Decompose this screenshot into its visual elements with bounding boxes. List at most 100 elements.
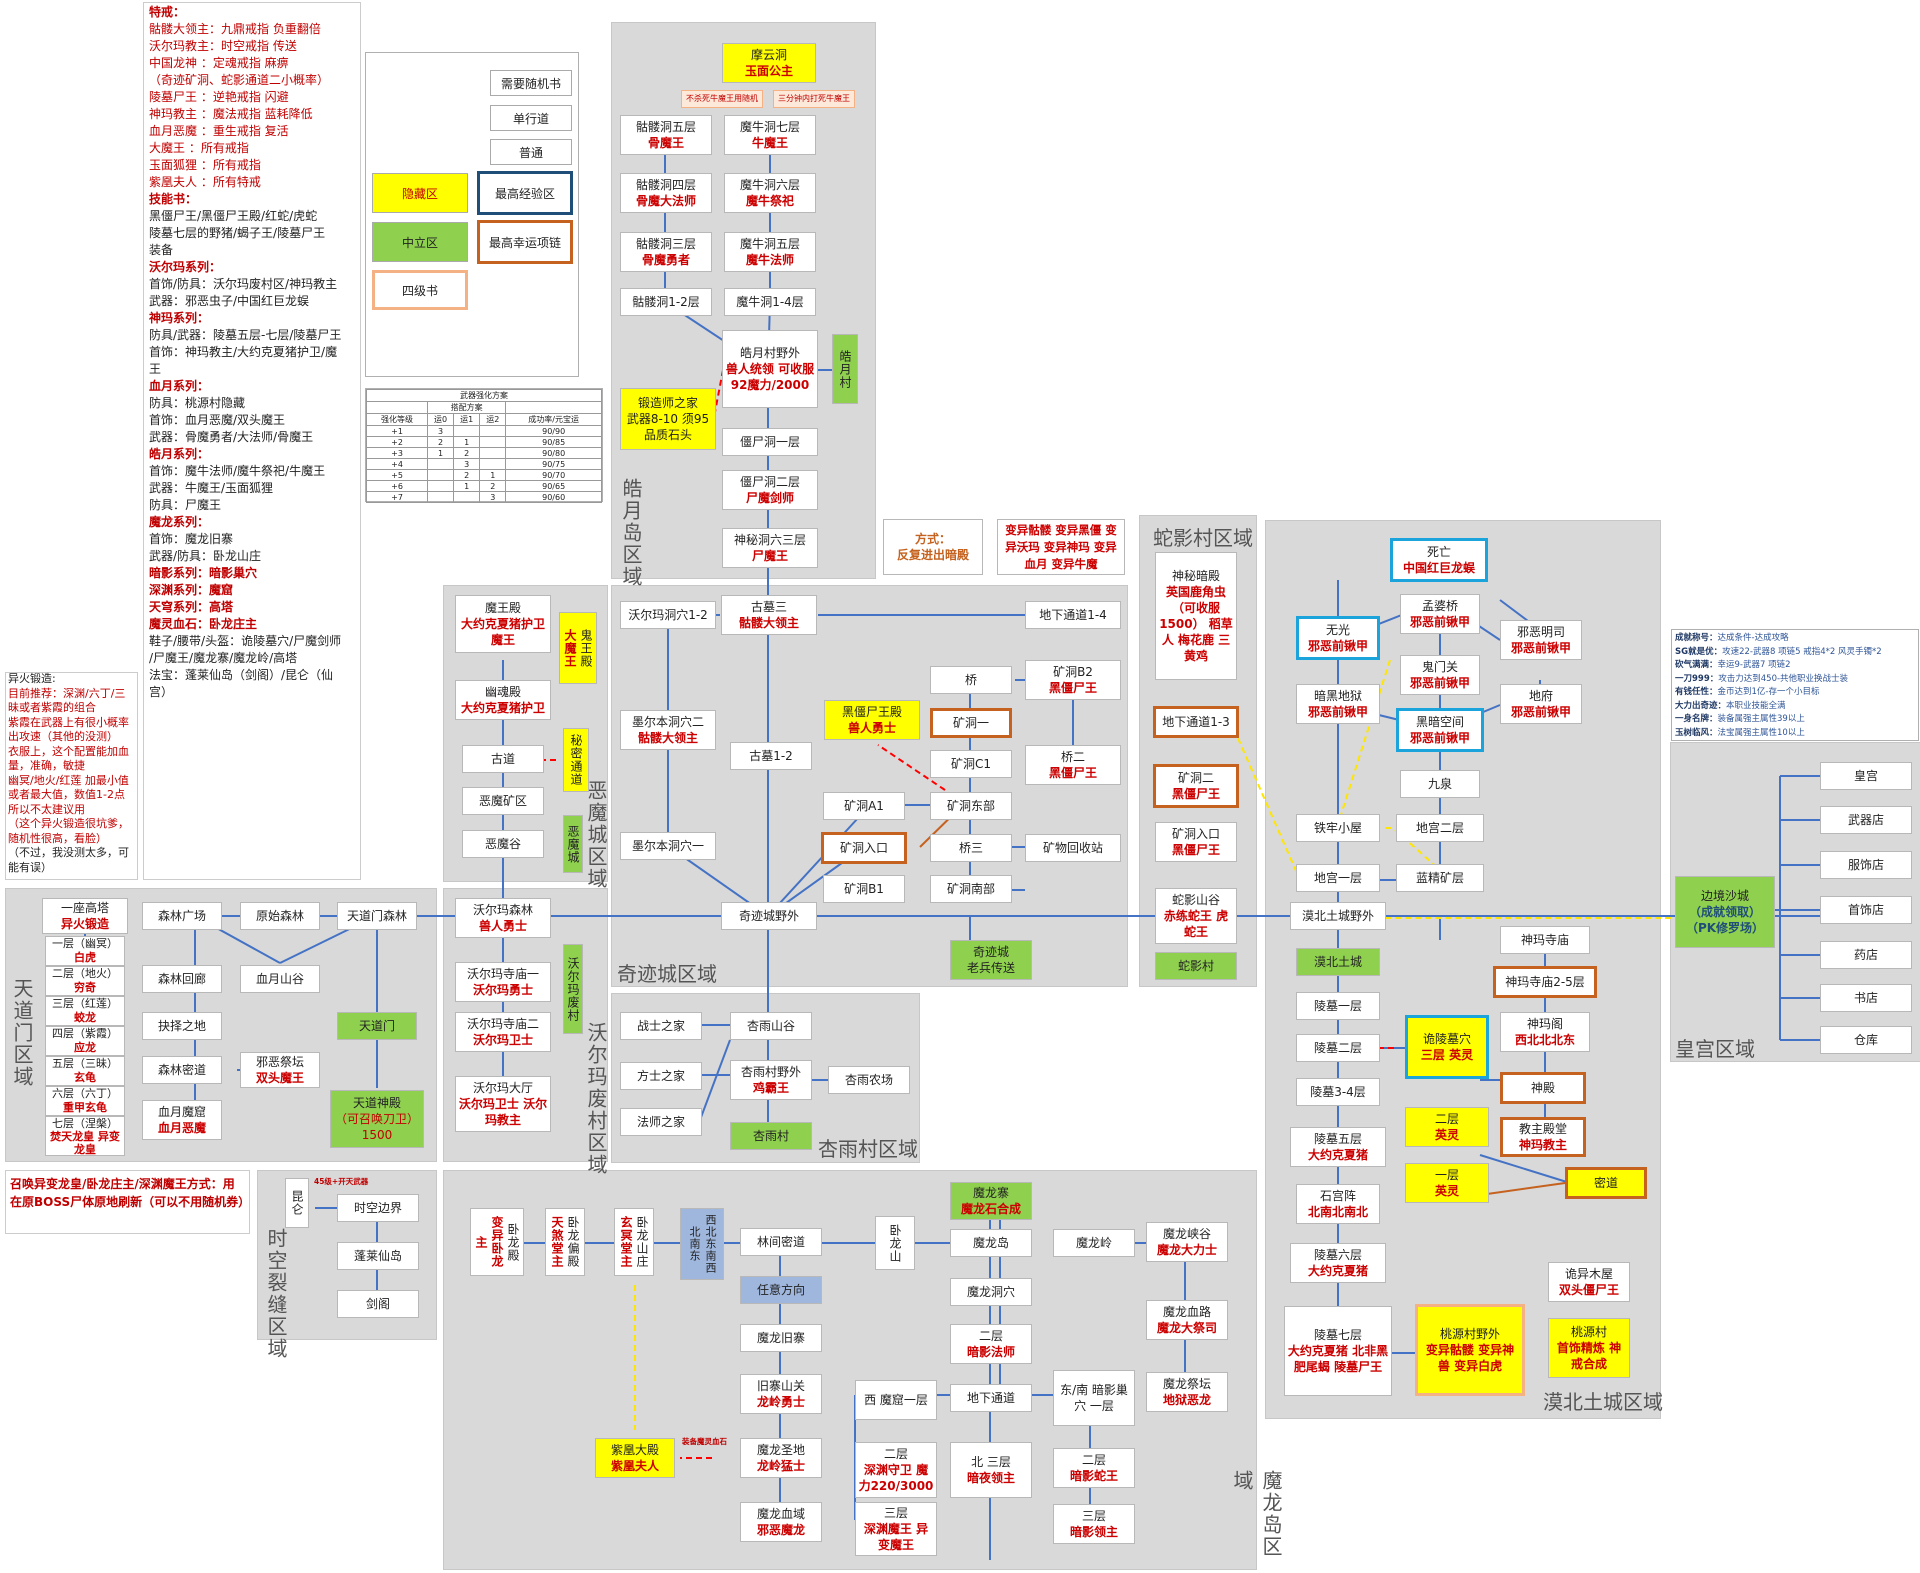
node-warrior[interactable]: 战士之家 [620,1012,702,1040]
node-xeming[interactable]: 邪恶明司邪恶前锹甲 [1500,620,1582,660]
node-emo-city[interactable]: 恶魔城 [563,815,583,873]
node-sk-edge[interactable]: 时空边界 [337,1194,419,1222]
node-gumu12[interactable]: 古墓1-2 [730,742,812,770]
node-taoyuan-wild[interactable]: 桃源村野外变异骷髅 变异神兽 变异白虎 [1415,1304,1525,1396]
node-cloth-shop[interactable]: 服饰店 [1820,851,1912,879]
node-f2[interactable]: 二层（地火）穷奇 [45,966,125,996]
node-dg1[interactable]: 地宫一层 [1296,864,1380,892]
node-youhun[interactable]: 幽魂殿大约克夏猪护卫 [455,680,551,720]
node-kwhs[interactable]: 矿物回收站 [1025,834,1121,862]
node-qiji-city[interactable]: 奇迹城老兵传送 [950,940,1032,980]
node-kunlun[interactable]: 昆仑 [285,1178,309,1228]
node-yiceng[interactable]: 一层英灵 [1405,1163,1489,1203]
node-f7[interactable]: 七层（涅槃）焚天龙皇 异变龙皇 [45,1116,125,1156]
node-kddb[interactable]: 矿洞东部 [930,792,1012,820]
node-an3[interactable]: 三层暗影领主 [1053,1504,1135,1544]
node-sy-valley[interactable]: 蛇影山谷赤练蛇王 虎蛇王 [1155,888,1237,944]
node-mn5[interactable]: 魔牛洞五层魔牛法师 [724,232,816,272]
node-er-ceng[interactable]: 二层英灵 [1405,1107,1489,1147]
node-zifeng[interactable]: 紫凰大殿紫凰夫人 [595,1438,675,1478]
node-an2[interactable]: 二层暗影蛇王 [1053,1448,1135,1488]
node-jiaozhu[interactable]: 教主殿堂神玛教主 [1500,1117,1586,1157]
node-sy-d13[interactable]: 地下通道1-3 [1153,706,1239,738]
node-wem-village[interactable]: 沃尔玛废村 [563,944,583,1034]
node-midao[interactable]: 密道 [1565,1167,1647,1199]
node-er2[interactable]: 二层暗影法师 [950,1324,1032,1364]
node-hjswd[interactable]: 黑僵尸王殿兽人勇士 [824,700,920,740]
node-wolong-pian[interactable]: 卧龙偏殿天煞堂主 [545,1208,585,1276]
node-js1[interactable]: 僵尸洞一层 [722,428,818,456]
node-taoyuan[interactable]: 桃源村首饰精炼 神戒合成 [1548,1318,1630,1378]
node-molong-ling[interactable]: 魔龙岭 [1053,1229,1135,1257]
node-mk2[interactable]: 二层深渊守卫 魔力220/3000 [855,1442,937,1498]
node-juesha[interactable]: 抉择之地 [142,1012,222,1040]
node-guiling[interactable]: 诡陵墓穴三层 英灵 [1405,1015,1489,1079]
node-death[interactable]: 死亡中国红巨龙蜈 [1390,538,1488,582]
node-td-forest[interactable]: 天道门森林 [337,902,417,930]
node-wem-forest[interactable]: 沃尔玛森林兽人勇士 [455,898,551,938]
node-kdrk[interactable]: 矿洞入口 [821,832,907,864]
node-kl3[interactable]: 骷髅洞三层骨魔勇者 [620,232,712,272]
node-drug-shop[interactable]: 药店 [1820,941,1912,969]
node-mn14[interactable]: 魔牛洞1-4层 [724,288,816,316]
node-mengpo[interactable]: 孟婆桥邪恶前锹甲 [1400,594,1480,634]
node-weapon-shop[interactable]: 武器店 [1820,806,1912,834]
node-f6[interactable]: 六层（六丁）重甲玄龟 [45,1086,125,1116]
node-hb-wild[interactable]: 漠北土城野外 [1290,902,1386,930]
node-blood-cave[interactable]: 血月魔窟血月恶魔 [142,1100,222,1140]
node-anhei[interactable]: 暗黑地狱邪恶前锹甲 [1296,684,1380,724]
node-xi-mk[interactable]: 西 魔窟一层 [855,1380,937,1420]
node-qiao2[interactable]: 桥二黑僵尸王 [1025,745,1121,785]
node-penglai[interactable]: 蓬莱仙岛 [337,1242,419,1270]
node-kl4[interactable]: 骷髅洞四层骨魔大法师 [620,173,712,213]
node-molong-cave6[interactable]: 魔龙洞穴 [950,1278,1032,1306]
node-secret-pass[interactable]: 秘密通道 [563,728,589,792]
node-tower[interactable]: 一座高塔异火锻造 [42,898,128,934]
node-dongnan[interactable]: 东/南 暗影巢穴 一层 [1053,1370,1135,1426]
node-sm-temple25[interactable]: 神玛寺庙2-5层 [1493,966,1597,998]
node-wem-t2[interactable]: 沃尔玛寺庙二沃尔玛卫士 [455,1012,551,1052]
node-smg[interactable]: 神玛阁西北北北东 [1500,1012,1590,1052]
node-lm1[interactable]: 陵墓一层 [1296,992,1380,1020]
node-difu[interactable]: 地府邪恶前锹甲 [1500,684,1582,724]
node-lm5[interactable]: 陵墓五层大约克夏猪 [1290,1127,1386,1167]
node-book-shop[interactable]: 书店 [1820,984,1912,1012]
node-qiao3[interactable]: 桥三 [930,834,1012,862]
node-forest-secret[interactable]: 森林密道 [142,1056,222,1084]
node-jiuzhai-gate[interactable]: 旧寨山关龙岭勇士 [740,1374,822,1414]
node-forest-sq[interactable]: 森林广场 [142,902,222,930]
node-primal[interactable]: 原始森林 [240,902,320,930]
node-f4[interactable]: 四层（紫霞）应龙 [45,1026,125,1056]
node-kd1[interactable]: 矿洞一 [930,708,1012,738]
node-tielao[interactable]: 铁牢小屋 [1296,814,1380,842]
node-wolong-shan[interactable]: 卧龙山 [875,1216,915,1270]
node-wolong-villa[interactable]: 卧龙山庄玄冥堂主 [614,1208,654,1276]
node-lm7[interactable]: 陵墓七层大约克夏猪 北非黑肥尾蝎 陵墓尸王 [1284,1306,1392,1396]
node-border[interactable]: 边境沙城（成就领取） （PK修罗场） [1675,876,1775,948]
node-evil-altar[interactable]: 邪恶祭坛双头魔王 [240,1052,320,1088]
node-molong-gorge[interactable]: 魔龙峡谷魔龙大力士 [1146,1222,1228,1262]
node-gumu3[interactable]: 古墓三骷髅大领主 [721,595,817,635]
node-molong-saint[interactable]: 魔龙圣地龙岭猛士 [740,1438,822,1478]
node-mn7[interactable]: 魔牛洞七层牛魔王 [724,115,816,155]
node-mk3[interactable]: 三层深渊魔王 异变魔王 [855,1502,937,1556]
node-sy-kd2[interactable]: 矿洞二黑僵尸王 [1153,764,1239,808]
node-kl5[interactable]: 骷髅洞五层骨魔王 [620,115,712,155]
node-lm34[interactable]: 陵墓3-4层 [1296,1078,1380,1106]
node-blood-valley[interactable]: 血月山谷 [240,965,320,993]
node-td-temple[interactable]: 天道神殿（可召唤刀卫） 1500 [330,1090,424,1148]
node-molong-old[interactable]: 魔龙旧寨 [740,1324,822,1352]
node-wem-t1[interactable]: 沃尔玛寺庙一沃尔玛勇士 [455,962,551,1002]
node-xy-valley[interactable]: 杏雨山谷 [730,1012,812,1040]
node-heian[interactable]: 黑暗空间邪恶前锹甲 [1396,708,1484,752]
node-linjian[interactable]: 林间密道 [740,1228,822,1256]
node-shigong[interactable]: 石宫阵北南北南北 [1296,1184,1380,1224]
node-warehouse[interactable]: 仓库 [1820,1026,1912,1054]
node-kda1[interactable]: 矿洞A1 [823,792,905,820]
node-moyun[interactable]: 摩云洞玉面公主 [722,43,816,83]
node-sm-temple[interactable]: 神玛寺庙 [1500,926,1590,954]
node-kdc1[interactable]: 矿洞C1 [930,750,1012,778]
node-xy-wild[interactable]: 杏雨村野外鸡霸王 [730,1060,812,1100]
node-dixia14[interactable]: 地下通道1-4 [1025,601,1121,629]
node-molong-fort[interactable]: 魔龙寨魔龙石合成 [950,1182,1032,1220]
